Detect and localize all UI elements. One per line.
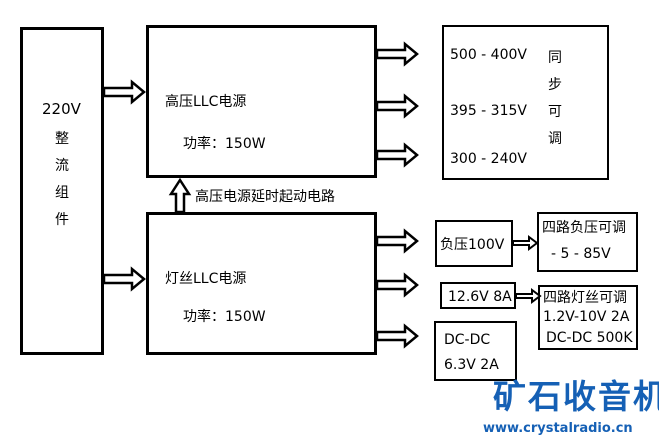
- filament-supply-power: 功率：150W: [183, 309, 266, 325]
- rectifier-box: 220V 整 流 组 件: [20, 27, 104, 355]
- arrow-filament-neg: [375, 229, 419, 253]
- arrow-hv-output-1: [375, 42, 419, 66]
- arrow-hv-output-2: [375, 94, 419, 118]
- rectifier-char: 整: [55, 131, 69, 147]
- neg-adjust-line1: 四路负压可调: [542, 220, 626, 236]
- filament-adjust-line3: DC-DC 500K: [546, 330, 633, 346]
- dcdc-output-box: DC-DC 6.3V 2A: [434, 321, 517, 381]
- sync-adjust-char: 可: [548, 104, 562, 120]
- neg-adjust-box: 四路负压可调 - 5 - 85V: [537, 212, 638, 272]
- filament-adjust-line2: 1.2V-10V 2A: [543, 309, 630, 325]
- rectifier-char: 组: [55, 185, 69, 201]
- hv-llc-supply-box: 高压LLC电源 功率：150W: [146, 25, 377, 178]
- rectifier-char: 件: [55, 212, 69, 228]
- sync-adjust-label: 同 步 可 调: [545, 45, 565, 153]
- dcdc-output-line2: 6.3V 2A: [444, 357, 499, 373]
- arrow-rectifier-to-filament: [102, 267, 146, 291]
- arrow-rectifier-to-hv: [102, 80, 146, 104]
- arrow-filament-12v: [375, 273, 419, 297]
- neg-voltage-box: 负压100V: [435, 220, 513, 267]
- arrow-delay-up: [168, 177, 192, 214]
- filament-adjust-line1: 四路灯丝可调: [543, 290, 627, 306]
- filament-output-label: 12.6V 8A: [448, 289, 512, 305]
- neg-voltage-label: 负压100V: [440, 237, 505, 253]
- sync-adjust-char: 步: [548, 77, 562, 93]
- arrow-hv-output-3: [375, 143, 419, 167]
- watermark-logo: 矿石收音机: [493, 377, 659, 416]
- hv-supply-power: 功率：150W: [183, 136, 266, 152]
- filament-output-box: 12.6V 8A: [440, 282, 516, 309]
- rectifier-label: 整 流 组 件: [52, 126, 72, 234]
- filament-supply-title: 灯丝LLC电源: [165, 271, 247, 287]
- sync-adjust-char: 调: [548, 131, 562, 147]
- hv-supply-title: 高压LLC电源: [165, 94, 247, 110]
- dcdc-output-line1: DC-DC: [444, 332, 491, 348]
- rectifier-voltage: 220V: [42, 100, 81, 118]
- sync-adjust-char: 同: [548, 50, 562, 66]
- arrow-12v-to-adjust: [515, 289, 541, 303]
- watermark-url: www.crystalradio.cn: [483, 421, 633, 436]
- hv-output-value: 300 - 240V: [450, 151, 527, 167]
- delay-circuit-label: 高压电源延时起动电路: [195, 189, 335, 205]
- arrow-filament-dcdc: [375, 324, 419, 348]
- filament-adjust-box: 四路灯丝可调 1.2V-10V 2A DC-DC 500K: [538, 285, 638, 350]
- hv-outputs-box: 500 - 400V 395 - 315V 300 - 240V 同 步 可 调: [442, 25, 609, 180]
- arrow-neg-to-adjust: [512, 236, 538, 250]
- filament-llc-supply-box: 灯丝LLC电源 功率：150W: [146, 212, 377, 355]
- hv-output-value: 395 - 315V: [450, 103, 527, 119]
- neg-adjust-line2: - 5 - 85V: [551, 246, 611, 262]
- hv-output-value: 500 - 400V: [450, 47, 527, 63]
- rectifier-char: 流: [55, 158, 69, 174]
